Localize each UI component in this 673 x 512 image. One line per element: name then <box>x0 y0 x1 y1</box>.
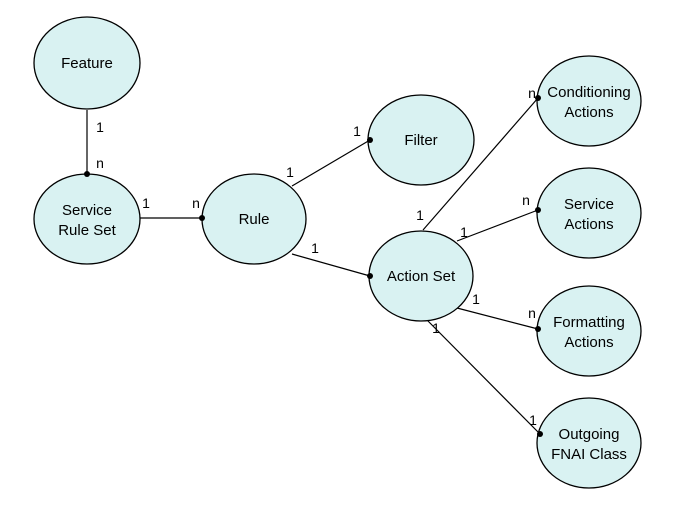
card-actionset-formatting-from: 1 <box>472 291 480 307</box>
card-srs-rule-from: 1 <box>142 195 150 211</box>
cardinality-labels: 1 n 1 n 1 1 1 1 n 1 n 1 n 1 1 <box>96 85 537 428</box>
node-service-actions: Service Actions <box>536 167 642 259</box>
node-rule: Rule <box>201 173 307 265</box>
node-service-rule-set-shape <box>33 173 141 265</box>
node-filter: Filter <box>367 94 475 186</box>
dot-outgoing-fnai-class-left <box>537 431 543 437</box>
edge-action-set-outgoing-fnai-class <box>426 319 541 435</box>
card-actionset-service-from: 1 <box>460 224 468 240</box>
dot-conditioning-actions-left <box>535 95 541 101</box>
card-rule-actionset-from: 1 <box>311 240 319 256</box>
node-feature-shape <box>33 16 141 110</box>
node-service-actions-label-line1: Service <box>564 196 614 213</box>
edge-action-set-service-actions <box>456 209 539 242</box>
node-conditioning-actions-shape <box>536 55 642 147</box>
dot-rule-left <box>199 215 205 221</box>
node-feature: Feature <box>33 16 141 110</box>
node-outgoing-fnai-class-shape <box>536 397 642 489</box>
node-service-rule-set-label-line1: Service <box>62 202 112 219</box>
card-actionset-outgoing-to: 1 <box>529 412 537 428</box>
node-conditioning-actions-label-line2: Actions <box>564 104 613 121</box>
node-service-actions-label-line2: Actions <box>564 216 613 233</box>
node-service-actions-shape <box>536 167 642 259</box>
dot-service-actions-left <box>535 207 541 213</box>
card-rule-filter-to: 1 <box>353 123 361 139</box>
dot-service-rule-set-top <box>84 171 90 177</box>
node-service-rule-set: Service Rule Set <box>33 173 141 265</box>
node-action-set: Action Set <box>368 230 474 322</box>
node-outgoing-fnai-class: Outgoing FNAI Class <box>536 397 642 489</box>
edge-action-set-conditioning-actions <box>422 97 539 231</box>
node-filter-label: Filter <box>404 132 437 149</box>
node-service-rule-set-label-line2: Rule Set <box>58 222 116 239</box>
node-formatting-actions-label-line2: Actions <box>564 334 613 351</box>
node-formatting-actions: Formatting Actions <box>536 285 642 377</box>
node-outgoing-fnai-class-label-line1: Outgoing <box>559 426 620 443</box>
node-action-set-label: Action Set <box>387 268 456 285</box>
node-conditioning-actions: Conditioning Actions <box>536 55 642 147</box>
edge-rule-filter <box>291 139 371 187</box>
edges <box>86 97 541 435</box>
node-conditioning-actions-label-line1: Conditioning <box>547 84 630 101</box>
node-outgoing-fnai-class-label-line2: FNAI Class <box>551 446 627 463</box>
card-feature-srs-from: 1 <box>96 119 104 135</box>
card-actionset-conditioning-from: 1 <box>416 207 424 223</box>
dot-filter-left <box>367 137 373 143</box>
card-srs-rule-to: n <box>192 195 200 211</box>
edge-rule-action-set <box>291 253 371 277</box>
node-feature-label: Feature <box>61 55 113 72</box>
card-actionset-conditioning-to: n <box>528 85 536 101</box>
dot-action-set-left <box>367 273 373 279</box>
card-actionset-service-to: n <box>522 192 530 208</box>
node-rule-label: Rule <box>239 211 270 228</box>
card-feature-srs-to: n <box>96 155 104 171</box>
node-formatting-actions-shape <box>536 285 642 377</box>
card-actionset-outgoing-from: 1 <box>432 320 440 336</box>
card-rule-filter-from: 1 <box>286 164 294 180</box>
node-formatting-actions-label-line1: Formatting <box>553 314 625 331</box>
connection-dots <box>84 95 543 437</box>
card-actionset-formatting-to: n <box>528 305 536 321</box>
nodes: Feature Service Rule Set Rule Filter Act… <box>33 16 642 489</box>
edge-action-set-formatting-actions <box>456 307 539 330</box>
dot-formatting-actions-left <box>535 326 541 332</box>
